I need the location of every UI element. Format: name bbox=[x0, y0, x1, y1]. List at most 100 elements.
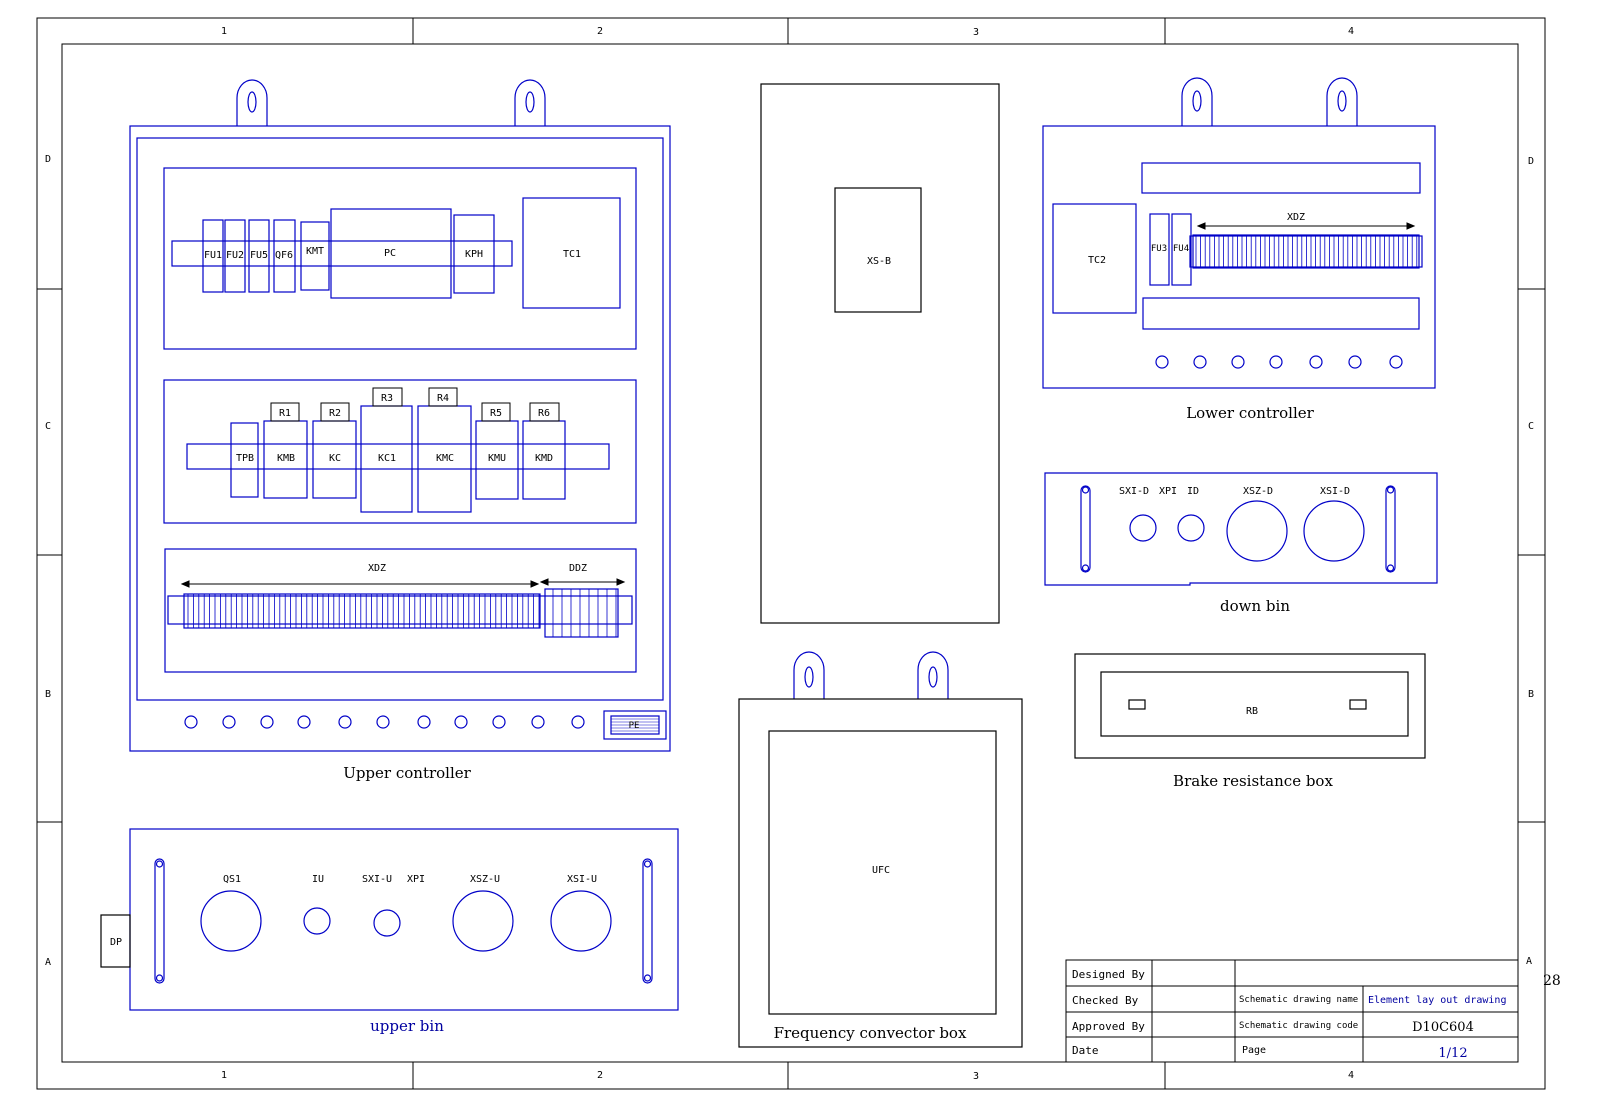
hole-icon bbox=[376, 715, 390, 729]
label-xpi-down: XPI bbox=[1159, 486, 1177, 497]
title-block-drawing-name: Element lay out drawing bbox=[1368, 995, 1506, 1006]
label-xsz-d: XSZ-D bbox=[1243, 486, 1273, 497]
connector-hole-xsz-u bbox=[452, 890, 514, 952]
hole-icon bbox=[260, 715, 274, 729]
zone-col-top-3: 3 bbox=[973, 27, 979, 38]
label-kmu: KMU bbox=[488, 453, 506, 464]
hole-icon bbox=[1309, 355, 1323, 369]
mounting-slot-icon bbox=[1080, 485, 1091, 573]
label-pe: PE bbox=[629, 721, 640, 731]
caption-upper-bin: upper bin bbox=[370, 1017, 444, 1035]
connector-hole-xpi-id bbox=[1177, 514, 1205, 542]
component-fu4 bbox=[1171, 213, 1192, 286]
dimension-arrow-xdz bbox=[180, 580, 540, 588]
hole-icon bbox=[1231, 355, 1245, 369]
label-kc: KC bbox=[329, 453, 341, 464]
edge-page-number: 28 bbox=[1543, 973, 1561, 989]
component-xs-b bbox=[834, 187, 922, 313]
label-tc1: TC1 bbox=[563, 249, 581, 260]
mounting-lug-icon bbox=[514, 79, 546, 126]
component-r4 bbox=[428, 387, 458, 407]
hole-icon bbox=[417, 715, 431, 729]
label-iu: IU bbox=[312, 874, 324, 885]
component-r1 bbox=[270, 402, 300, 422]
connector-hole-iu bbox=[303, 907, 331, 935]
label-rb: RB bbox=[1246, 706, 1258, 717]
label-xsz-u: XSZ-U bbox=[470, 874, 500, 885]
zone-row-right-b: B bbox=[1528, 689, 1534, 700]
upper-controller-row2-panel bbox=[163, 379, 637, 524]
label-xpi-upper: XPI bbox=[407, 874, 425, 885]
upper-controller-row3-panel bbox=[164, 548, 637, 673]
wire-duct-bottom bbox=[1142, 297, 1420, 330]
hole-icon bbox=[1389, 355, 1403, 369]
hole-icon bbox=[571, 715, 585, 729]
label-fu4: FU4 bbox=[1173, 244, 1189, 254]
cable-entry-holes bbox=[184, 715, 585, 729]
zone-col-top-4: 4 bbox=[1348, 26, 1354, 37]
component-kph bbox=[453, 214, 495, 294]
down-bin bbox=[1044, 472, 1438, 586]
mounting-lug-icon bbox=[236, 79, 268, 126]
label-ufc: UFC bbox=[872, 865, 890, 876]
wire-duct-top bbox=[1141, 162, 1421, 194]
hole-icon bbox=[531, 715, 545, 729]
component-r2 bbox=[320, 402, 350, 422]
hole-icon bbox=[1348, 355, 1362, 369]
zone-col-top-1: 1 bbox=[221, 26, 227, 37]
hole-icon bbox=[1155, 355, 1169, 369]
label-kmb: KMB bbox=[277, 453, 295, 464]
label-dp: DP bbox=[110, 937, 122, 948]
zone-col-bottom-3: 3 bbox=[973, 1071, 979, 1082]
label-sxi-d: SXI-D bbox=[1119, 486, 1149, 497]
zone-row-left-a: A bbox=[45, 957, 51, 968]
connector-hole-sxi-d bbox=[1129, 514, 1157, 542]
hole-icon bbox=[222, 715, 236, 729]
label-kmd: KMD bbox=[535, 453, 553, 464]
title-block-drawing-code: D10C604 bbox=[1412, 1020, 1474, 1035]
zone-row-right-a: A bbox=[1526, 956, 1532, 967]
label-xdz-lower: XDZ bbox=[1287, 212, 1305, 223]
component-fu2 bbox=[224, 219, 246, 293]
hole-icon bbox=[184, 715, 198, 729]
title-block-drawing-code-label: Schematic drawing code bbox=[1239, 1021, 1358, 1031]
label-r3: R3 bbox=[381, 393, 393, 404]
xs-b-enclosure bbox=[760, 83, 1000, 624]
terminal-strip-ddz-teeth bbox=[552, 589, 617, 637]
dimension-arrow-ddz bbox=[539, 578, 626, 586]
component-dp bbox=[100, 914, 131, 968]
upper-bin bbox=[129, 828, 679, 1011]
mounting-lug-icon bbox=[917, 651, 949, 699]
lower-controller-enclosure bbox=[1042, 125, 1436, 389]
terminal-strip-xdz bbox=[183, 593, 541, 629]
caption-frequency-convector-box: Frequency convector box bbox=[774, 1024, 967, 1042]
label-r2: R2 bbox=[329, 408, 341, 419]
component-r5 bbox=[481, 402, 511, 422]
title-block-designed-by: Designed By bbox=[1072, 968, 1145, 981]
frequency-convector-box bbox=[738, 698, 1023, 1048]
component-r6 bbox=[529, 402, 560, 422]
zone-row-left-c: C bbox=[45, 421, 51, 432]
zone-col-bottom-2: 2 bbox=[597, 1070, 603, 1081]
caption-lower-controller: Lower controller bbox=[1186, 404, 1314, 422]
zone-col-bottom-1: 1 bbox=[221, 1070, 227, 1081]
zone-row-left-d: D bbox=[45, 154, 51, 165]
caption-upper-controller: Upper controller bbox=[343, 764, 471, 782]
mounting-slot-icon bbox=[154, 858, 165, 984]
hole-icon bbox=[454, 715, 468, 729]
component-pc bbox=[330, 208, 452, 299]
label-xsi-u: XSI-U bbox=[567, 874, 597, 885]
title-block-approved-by: Approved By bbox=[1072, 1020, 1145, 1033]
drawing-frame bbox=[36, 17, 1546, 1090]
component-tc2 bbox=[1052, 203, 1137, 314]
brake-resistance-box bbox=[1074, 653, 1426, 759]
label-r6: R6 bbox=[538, 408, 550, 419]
zone-col-top-2: 2 bbox=[597, 26, 603, 37]
label-pc: PC bbox=[384, 248, 396, 259]
mounting-lug-icon bbox=[793, 651, 825, 699]
upper-controller-row1-panel bbox=[163, 167, 637, 350]
mounting-slot-icon bbox=[642, 858, 653, 984]
label-xdz-upper: XDZ bbox=[368, 563, 386, 574]
label-kc1: KC1 bbox=[378, 453, 396, 464]
